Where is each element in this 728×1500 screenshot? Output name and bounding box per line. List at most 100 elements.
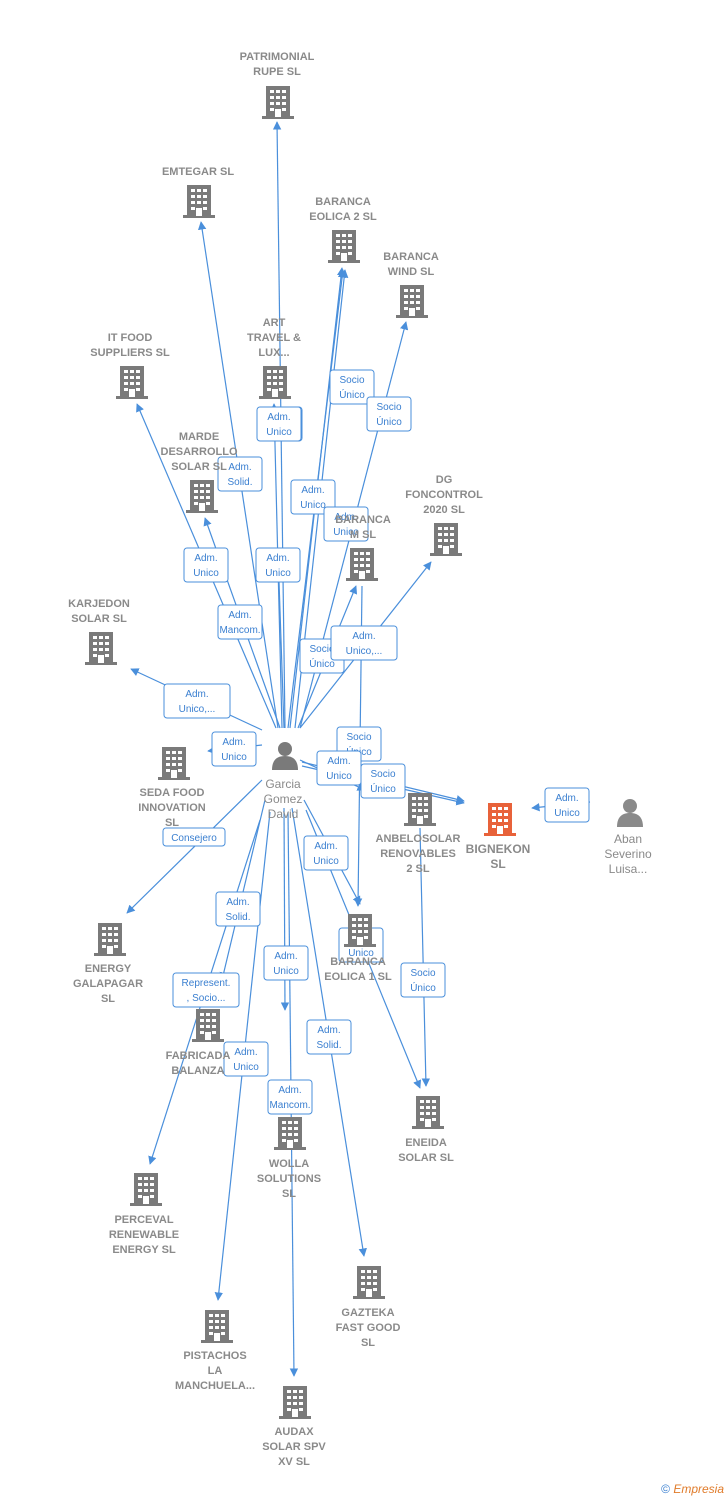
edge-label[interactable]: Adm.Unico,... — [330, 625, 398, 661]
company-label: SL — [101, 993, 115, 1005]
company-label: BALANZA — [171, 1065, 224, 1077]
edge-label[interactable]: Adm.Unico — [211, 731, 257, 767]
building-icon — [116, 366, 148, 399]
company-node-pistachos[interactable]: PISTACHOSLAMANCHUELA... — [175, 1310, 255, 1392]
edge-label-text: Único — [309, 657, 335, 670]
company-label: PATRIMONIAL — [240, 51, 315, 63]
edge-label[interactable]: Adm.Unico — [303, 835, 349, 871]
company-label: TRAVEL & — [247, 332, 301, 344]
edge-label[interactable]: Adm.Unico — [263, 945, 309, 981]
company-label: RUPE SL — [253, 66, 301, 78]
person-label: Gomez — [264, 792, 303, 806]
edge-label[interactable]: Adm. Unico — [183, 547, 229, 583]
edge-label-text: Mancom. — [269, 1100, 310, 1111]
edge-label[interactable]: Adm.Solid. — [215, 891, 261, 927]
edge-label-text: Solid. — [225, 912, 250, 923]
company-label: GALAPAGAR — [73, 978, 143, 990]
person-label: Severino — [604, 847, 652, 861]
edge-label-text: Único — [339, 388, 365, 401]
edge-label-text: Adm. — [194, 553, 217, 564]
edge-label[interactable]: Adm.Mancom. — [267, 1079, 313, 1115]
focus-company-label: BIGNEKON — [466, 842, 531, 856]
building-icon — [430, 523, 462, 556]
edge-label[interactable]: Adm.Unico — [323, 506, 369, 542]
building-icon — [94, 923, 126, 956]
edge-label[interactable]: Represent., Socio... — [172, 972, 240, 1008]
edge-label[interactable]: Adm.Solid. — [217, 456, 263, 492]
edge-label-text: Adm. — [234, 1047, 257, 1058]
company-label: AUDAX — [274, 1426, 314, 1438]
edge-label[interactable]: Adm.Unico — [256, 406, 302, 442]
edge-label[interactable]: Adm.Unico — [316, 750, 362, 786]
company-label: WIND SL — [388, 266, 435, 278]
building-icon — [85, 632, 117, 665]
building-icon — [353, 1266, 385, 1299]
edge-label[interactable]: Adm. Mancom. — [217, 604, 263, 640]
edge-label-text: Unico — [273, 966, 299, 977]
company-label: PERCEVAL — [114, 1214, 173, 1226]
edge-label-text: Único — [376, 415, 402, 428]
edge-label[interactable]: Adm.Unico,... — [163, 683, 231, 719]
other-person-node[interactable]: AbanSeverinoLuisa... — [604, 799, 652, 876]
company-label: ENERGY SL — [112, 1244, 176, 1256]
footer-brand[interactable]: © Empresia — [661, 1482, 724, 1496]
edge-label[interactable]: Adm.Unico — [223, 1041, 269, 1077]
focus-company-label: SL — [490, 857, 505, 871]
edge-label-text: Mancom. — [219, 625, 260, 636]
company-label: BARANCA — [383, 251, 439, 263]
company-label: RENOVABLES — [380, 848, 456, 860]
company-node-patrimonial[interactable]: PATRIMONIAL RUPE SL — [240, 51, 315, 119]
edge-label-text: Unico — [554, 808, 580, 819]
edge-label-text: Unico — [348, 948, 374, 959]
edge-label-text: Adm. — [352, 631, 375, 642]
edge-label-text: Unico — [193, 568, 219, 579]
edge-label[interactable]: Adm.Unico — [544, 787, 590, 823]
company-label: 2 SL — [406, 863, 430, 875]
building-icon — [158, 747, 190, 780]
edge-label[interactable]: Adm. Unico — [290, 479, 336, 515]
company-node-emtegar[interactable]: EMTEGAR SL — [162, 166, 234, 218]
company-label: SOLAR SPV — [262, 1441, 326, 1453]
edge-label[interactable]: Consejero — [162, 827, 226, 847]
edge-label-text: Unico — [333, 527, 359, 538]
edge-label[interactable]: Adm.Solid. — [306, 1019, 352, 1055]
company-label: SEDA FOOD — [140, 787, 205, 799]
company-node-audax[interactable]: AUDAX SOLAR SPV XV SL — [262, 1386, 326, 1468]
edge-label-text: Unico — [300, 500, 326, 511]
edge-label-text: Adm. — [327, 756, 350, 767]
building-icon — [279, 1386, 311, 1419]
edge-label-text: Solid. — [316, 1040, 341, 1051]
edge-label-text: Adm. — [301, 485, 324, 496]
edge-label[interactable]: Adm.Unico — [255, 547, 301, 583]
edge-label-text: Adm. — [228, 610, 251, 621]
company-label: SOLAR SL — [398, 1152, 454, 1164]
building-icon — [201, 1310, 233, 1343]
edge-label-text: Socio — [370, 769, 395, 780]
company-label: WOLLA — [269, 1158, 309, 1170]
company-node-barancawind[interactable]: BARANCA WIND SL — [383, 251, 439, 318]
company-label: XV SL — [278, 1456, 310, 1468]
building-icon — [344, 914, 376, 947]
